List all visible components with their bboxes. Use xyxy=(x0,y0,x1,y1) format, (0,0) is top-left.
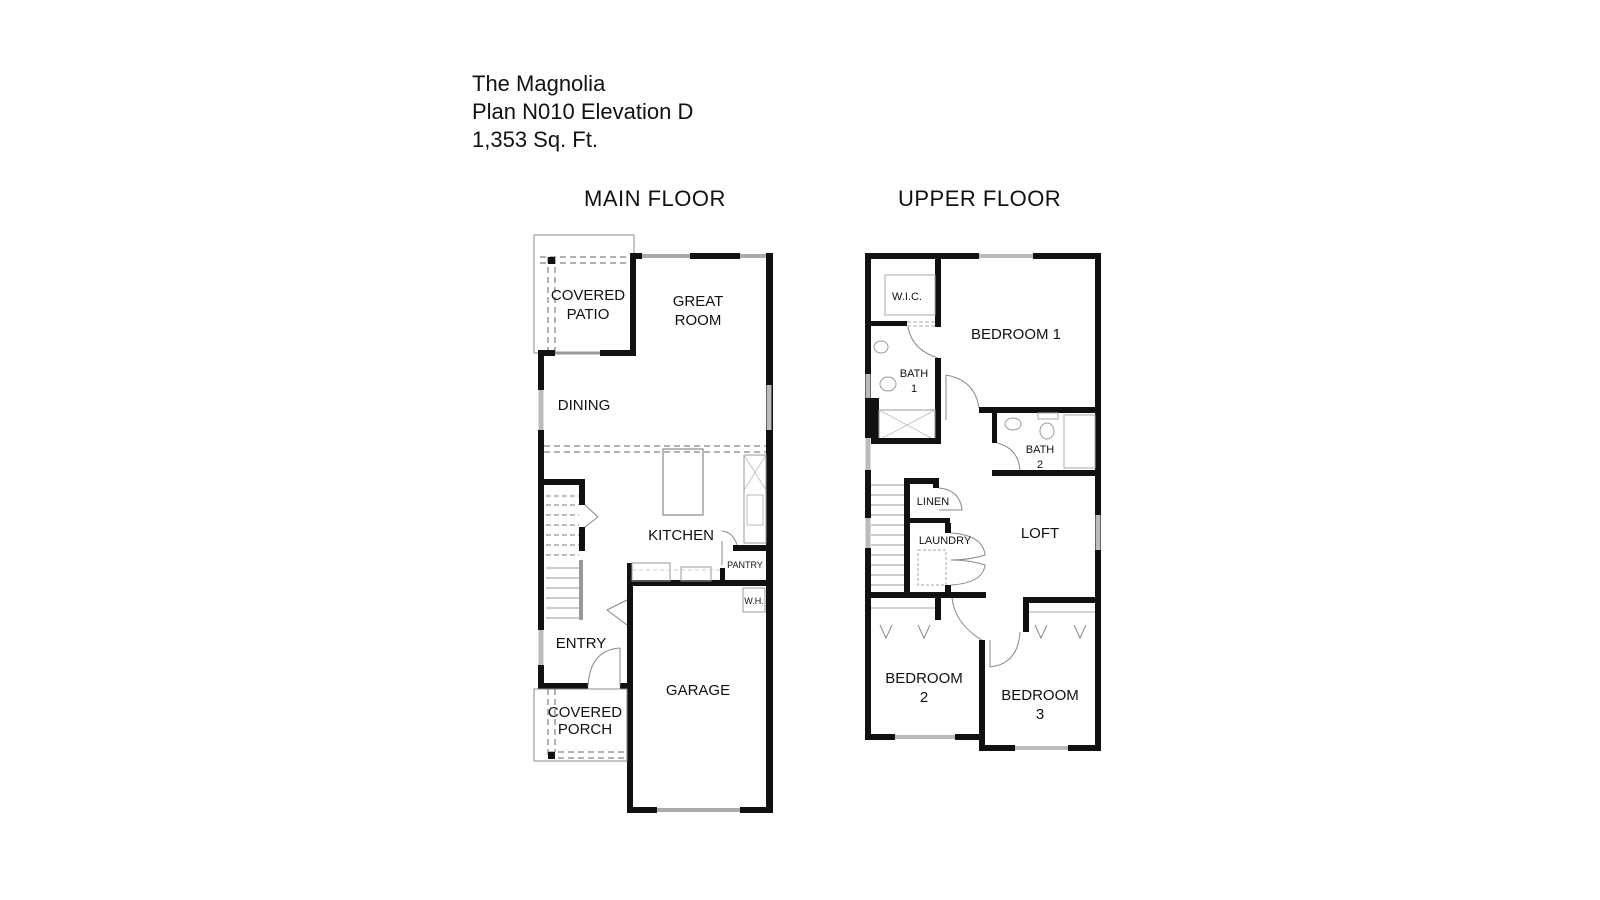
wic-label: W.I.C. xyxy=(892,291,922,303)
entry-label: ENTRY xyxy=(556,635,607,652)
laundry-label: LAUNDRY xyxy=(919,535,972,547)
pantry-label: PANTRY xyxy=(727,560,763,570)
bath-1-label: BATH xyxy=(900,368,929,380)
svg-text:3: 3 xyxy=(1036,706,1044,723)
square-footage: 1,353 Sq. Ft. xyxy=(472,127,598,152)
svg-text:2: 2 xyxy=(920,689,928,706)
covered-patio-label: COVERED xyxy=(551,287,625,304)
covered-porch-label: COVERED xyxy=(548,704,622,721)
upper-floor-plan: W.I.C. BEDROOM 1 BATH 1 BATH 2 LINEN LAU… xyxy=(865,253,1101,751)
svg-text:PATIO: PATIO xyxy=(567,306,610,323)
svg-text:PORCH: PORCH xyxy=(558,721,612,738)
plan-name: The Magnolia xyxy=(472,71,606,96)
great-room-label: GREAT xyxy=(673,293,724,310)
kitchen-label: KITCHEN xyxy=(648,527,714,544)
water-heater-label: W.H. xyxy=(744,596,764,606)
loft-label: LOFT xyxy=(1021,525,1059,542)
main-floor-label: MAIN FLOOR xyxy=(584,186,726,211)
linen-label: LINEN xyxy=(917,496,949,508)
bath-2-label: BATH xyxy=(1026,444,1055,456)
bedroom-3-label: BEDROOM xyxy=(1001,687,1079,704)
main-floor-plan: COVERED PATIO GREAT ROOM DINING KITCHEN … xyxy=(533,234,773,813)
plan-code: Plan N010 Elevation D xyxy=(472,99,694,124)
svg-text:1: 1 xyxy=(911,383,917,395)
plan-title-block: The Magnolia Plan N010 Elevation D 1,353… xyxy=(472,70,693,154)
svg-text:2: 2 xyxy=(1037,459,1043,471)
upper-floor-label: UPPER FLOOR xyxy=(898,186,1062,211)
bedroom-2-label: BEDROOM xyxy=(885,670,963,687)
garage-label: GARAGE xyxy=(666,682,730,699)
bedroom-1-label: BEDROOM 1 xyxy=(971,326,1061,343)
dining-label: DINING xyxy=(558,397,611,414)
svg-text:ROOM: ROOM xyxy=(675,312,722,329)
